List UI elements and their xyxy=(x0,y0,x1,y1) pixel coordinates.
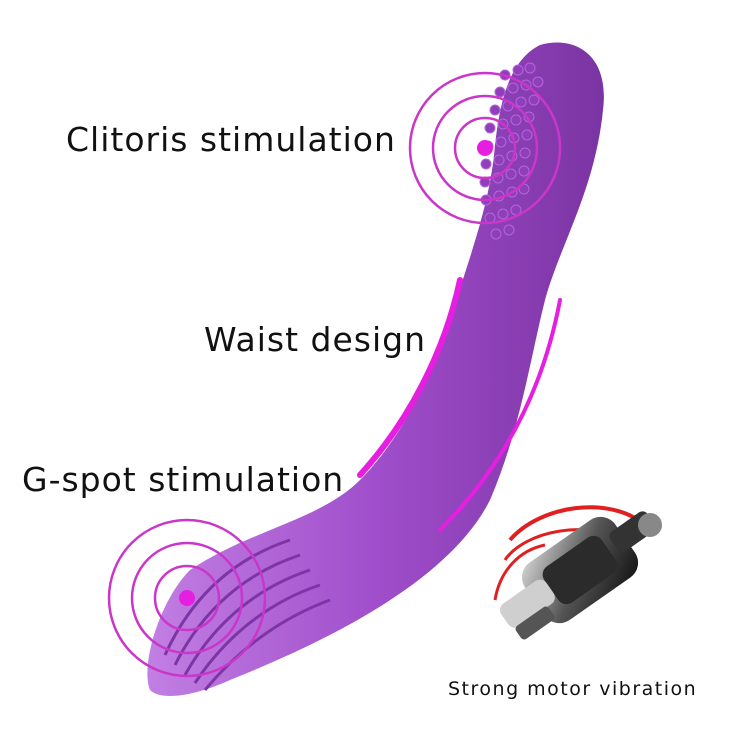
clitoris-rings-icon xyxy=(408,71,562,225)
gspot-point-icon xyxy=(179,590,195,606)
clitoris-point-icon xyxy=(477,140,493,156)
gspot-ridges xyxy=(163,538,331,691)
gspot-stimulation-label: G-spot stimulation xyxy=(22,460,345,499)
motor-vibration-label: Strong motor vibration xyxy=(448,678,698,700)
motor-icon xyxy=(493,505,662,640)
gspot-rings-icon xyxy=(107,518,267,678)
clitoris-stimulation-label: Clitoris stimulation xyxy=(66,120,396,159)
toy-body xyxy=(147,42,604,696)
waist-design-label: Waist design xyxy=(204,320,427,359)
waist-accent-curves xyxy=(357,277,562,532)
